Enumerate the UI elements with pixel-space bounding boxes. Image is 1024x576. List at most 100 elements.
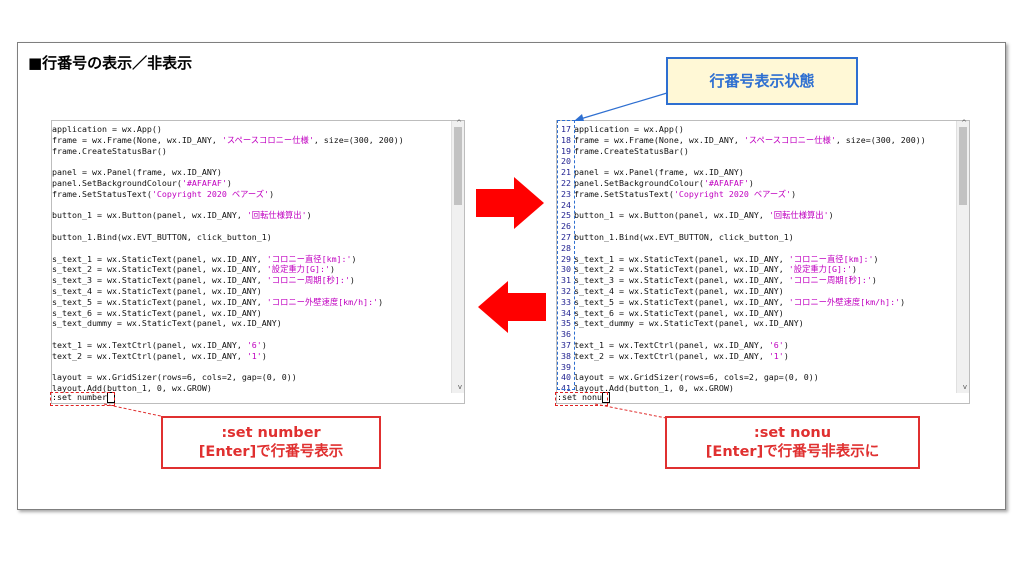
code-line[interactable]: 24 bbox=[557, 200, 574, 211]
code-text: button_1.Bind(wx.EVT_BUTTON, click_butto… bbox=[574, 232, 794, 242]
line-number: 25 bbox=[561, 210, 571, 221]
code-line[interactable]: s_text_1 = wx.StaticText(panel, wx.ID_AN… bbox=[52, 254, 357, 265]
code-line[interactable]: s_text_6 = wx.StaticText(panel, wx.ID_AN… bbox=[52, 308, 262, 319]
code-text: frame = wx.Frame(None, wx.ID_ANY, 'スペースコ… bbox=[574, 134, 926, 145]
code-text: s_text_5 = wx.StaticText(panel, wx.ID_AN… bbox=[574, 296, 906, 307]
code-text: s_text_6 = wx.StaticText(panel, wx.ID_AN… bbox=[574, 307, 784, 318]
line-number-highlight bbox=[557, 120, 575, 390]
code-line[interactable]: s_text_3 = wx.StaticText(panel, wx.ID_AN… bbox=[52, 275, 355, 286]
code-text: application = wx.App() bbox=[574, 124, 684, 134]
code-line[interactable]: s_text_4 = wx.StaticText(panel, wx.ID_AN… bbox=[52, 286, 262, 297]
code-text: button_1 = wx.Button(panel, wx.ID_ANY, '… bbox=[52, 210, 312, 221]
code-line[interactable]: text_2 = wx.TextCtrl(panel, wx.ID_ANY, '… bbox=[52, 351, 267, 362]
scroll-up-icon[interactable]: ^ bbox=[961, 119, 967, 127]
scrollbar-left[interactable]: ^ v bbox=[451, 119, 464, 393]
code-text: panel = wx.Panel(frame, wx.ID_ANY) bbox=[574, 167, 744, 178]
command-text: :set number bbox=[52, 392, 107, 402]
code-text: text_1 = wx.TextCtrl(panel, wx.ID_ANY, '… bbox=[574, 340, 789, 350]
line-number: 38 bbox=[561, 350, 571, 361]
editor-window-left[interactable]: application = wx.App()frame = wx.Frame(N… bbox=[51, 119, 465, 404]
line-number: 23 bbox=[561, 188, 571, 199]
code-line[interactable]: s_text_dummy = wx.StaticText(panel, wx.I… bbox=[52, 318, 282, 329]
code-line[interactable]: frame = wx.Frame(None, wx.ID_ANY, 'スペースコ… bbox=[52, 135, 404, 146]
callout-set-nonu: :set nonu [Enter]で行番号非表示に bbox=[665, 416, 920, 469]
code-text: layout.Add(button_1, 0, wx.GROW) bbox=[52, 383, 212, 394]
scrollbar-right[interactable]: ^ v bbox=[956, 119, 969, 393]
code-line[interactable]: 39 bbox=[557, 362, 574, 373]
line-number: 34 bbox=[561, 307, 571, 318]
code-line[interactable]: panel = wx.Panel(frame, wx.ID_ANY) bbox=[52, 167, 222, 178]
callout-line1: :set nonu bbox=[753, 425, 832, 441]
code-text: frame.SetStatusText('Copyright 2020 ベアーズ… bbox=[52, 188, 275, 199]
code-text: panel = wx.Panel(frame, wx.ID_ANY) bbox=[52, 167, 222, 178]
line-number: 21 bbox=[561, 167, 571, 178]
line-number: 27 bbox=[561, 232, 571, 242]
code-text: application = wx.App() bbox=[52, 124, 162, 134]
line-number: 17 bbox=[561, 124, 571, 134]
callout-line1: :set number bbox=[221, 425, 321, 441]
line-number: 40 bbox=[561, 372, 571, 383]
line-number: 30 bbox=[561, 264, 571, 275]
code-line[interactable]: 26 bbox=[557, 221, 574, 232]
scrollbar-thumb[interactable] bbox=[959, 127, 967, 205]
code-text: s_text_2 = wx.StaticText(panel, wx.ID_AN… bbox=[574, 264, 857, 275]
callout-set-number: :set number [Enter]で行番号表示 bbox=[161, 416, 381, 469]
code-text: s_text_2 = wx.StaticText(panel, wx.ID_AN… bbox=[52, 264, 335, 275]
code-text: text_2 = wx.TextCtrl(panel, wx.ID_ANY, '… bbox=[574, 350, 789, 361]
code-text: text_1 = wx.TextCtrl(panel, wx.ID_ANY, '… bbox=[52, 340, 267, 350]
code-text: panel.SetBackgroundColour('#AFAFAF') bbox=[574, 178, 754, 188]
line-number: 41 bbox=[561, 383, 571, 394]
code-line[interactable]: frame.SetStatusText('Copyright 2020 ベアーズ… bbox=[52, 189, 274, 200]
scroll-down-icon[interactable]: v bbox=[962, 383, 967, 391]
code-line[interactable]: button_1.Bind(wx.EVT_BUTTON, click_butto… bbox=[52, 232, 272, 243]
code-area-left[interactable]: application = wx.App()frame = wx.Frame(N… bbox=[52, 121, 452, 403]
code-line[interactable]: text_1 = wx.TextCtrl(panel, wx.ID_ANY, '… bbox=[52, 340, 267, 351]
scrollbar-thumb[interactable] bbox=[454, 127, 462, 205]
line-number: 33 bbox=[561, 296, 571, 307]
line-number: 28 bbox=[561, 242, 571, 253]
code-line[interactable]: application = wx.App() bbox=[52, 124, 162, 135]
code-line[interactable]: 36 bbox=[557, 329, 574, 340]
scroll-down-icon[interactable]: v bbox=[457, 383, 462, 391]
code-text: s_text_3 = wx.StaticText(panel, wx.ID_AN… bbox=[52, 275, 355, 286]
code-line[interactable]: 28 bbox=[557, 243, 574, 254]
arrow-left-icon bbox=[478, 281, 546, 333]
line-number: 32 bbox=[561, 286, 571, 296]
line-number: 26 bbox=[561, 221, 571, 232]
code-text: layout = wx.GridSizer(rows=6, cols=2, ga… bbox=[574, 372, 819, 383]
line-number: 35 bbox=[561, 318, 571, 329]
code-line[interactable]: s_text_5 = wx.StaticText(panel, wx.ID_AN… bbox=[52, 297, 383, 308]
callout-line-number-state: 行番号表示状態 bbox=[666, 57, 858, 105]
scroll-up-icon[interactable]: ^ bbox=[456, 119, 462, 127]
code-text: s_text_6 = wx.StaticText(panel, wx.ID_AN… bbox=[52, 307, 262, 318]
code-line[interactable]: button_1 = wx.Button(panel, wx.ID_ANY, '… bbox=[52, 210, 312, 221]
code-line[interactable]: 20 bbox=[557, 156, 574, 167]
code-line[interactable]: frame.CreateStatusBar() bbox=[52, 146, 167, 157]
command-highlight-left bbox=[50, 392, 115, 406]
code-line[interactable]: panel.SetBackgroundColour('#AFAFAF') bbox=[52, 178, 232, 189]
code-line[interactable]: layout.Add(button_1, 0, wx.GROW) bbox=[52, 383, 212, 394]
code-line[interactable]: s_text_2 = wx.StaticText(panel, wx.ID_AN… bbox=[52, 264, 335, 275]
code-line[interactable]: layout = wx.GridSizer(rows=6, cols=2, ga… bbox=[52, 372, 297, 383]
